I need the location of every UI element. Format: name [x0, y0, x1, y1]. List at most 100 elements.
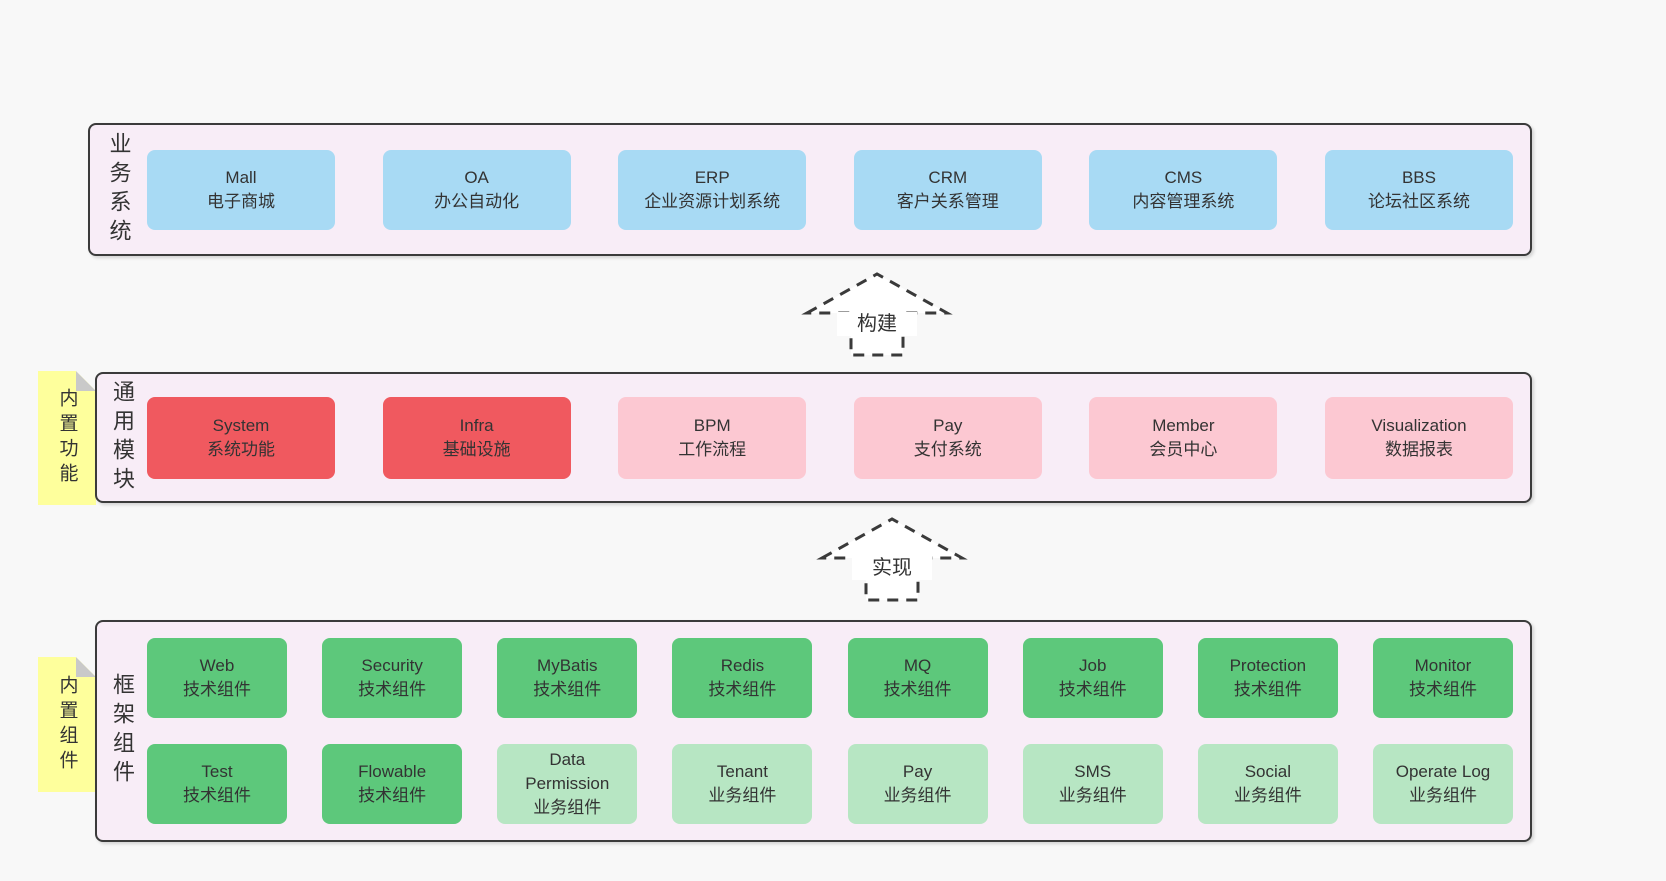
node-monitor: Monitor 技术组件	[1372, 638, 1513, 718]
node-title: Mall	[225, 167, 257, 187]
common-modules-row: System 系统功能 Infra 基础设施 BPM 工作流程 Pay 支付系统…	[147, 396, 1513, 479]
node-sms: SMS 业务组件	[1022, 744, 1163, 824]
node-subtitle: 技术组件	[708, 680, 777, 699]
node-mq: MQ 技术组件	[847, 638, 988, 718]
node-title: Operate Log	[1395, 762, 1491, 781]
node-title: SMS	[1074, 762, 1112, 781]
node-subtitle: 业务组件	[1233, 786, 1302, 805]
business-systems-row: Mall 电子商城 OA 办公自动化 ERP 企业资源计划系统 CRM 客户关系…	[147, 149, 1513, 230]
node-title: Member	[1152, 415, 1215, 435]
node-subtitle: 业务组件	[1408, 786, 1477, 805]
node-pay-module: Pay 支付系统	[853, 396, 1042, 479]
sticky-tag-text: 内置组件	[56, 674, 78, 775]
node-title: BPM	[693, 415, 731, 435]
node-cms: CMS 内容管理系统	[1089, 149, 1278, 230]
node-subtitle: 办公自动化	[434, 191, 520, 211]
node-title: MyBatis	[537, 656, 598, 675]
node-redis: Redis 技术组件	[672, 638, 813, 718]
node-title: System	[212, 415, 270, 435]
layer-framework-components: 框架组件 Web 技术组件 Security 技术组件 MyBatis 技术组件…	[95, 620, 1532, 842]
node-title: Protection	[1229, 656, 1307, 675]
node-flowable: Flowable 技术组件	[322, 744, 463, 824]
node-test: Test 技术组件	[147, 744, 287, 824]
node-tenant: Tenant 业务组件	[672, 744, 813, 824]
node-bpm: BPM 工作流程	[618, 396, 807, 479]
node-title: CMS	[1164, 167, 1203, 187]
layer-business-systems-label: 业务系统	[106, 131, 132, 248]
node-data-permission: Data Permission 业务组件	[497, 744, 638, 824]
sticky-tag-text: 内置功能	[56, 388, 78, 488]
node-web: Web 技术组件	[147, 638, 287, 718]
node-system: System 系统功能	[147, 396, 335, 479]
node-subtitle: 数据报表	[1384, 439, 1453, 459]
node-subtitle: 技术组件	[358, 680, 427, 699]
node-mall: Mall 电子商城	[147, 149, 335, 230]
node-subtitle: 基础设施	[442, 439, 511, 459]
sticky-tag-built-in-features: 内置功能	[38, 371, 96, 505]
node-security: Security 技术组件	[322, 638, 463, 718]
node-subtitle: 支付系统	[913, 439, 982, 459]
layer-business-systems: 业务系统 Mall 电子商城 OA 办公自动化 ERP 企业资源计划系统 CRM…	[88, 123, 1532, 256]
node-subtitle: 技术组件	[1233, 680, 1302, 699]
node-oa: OA 办公自动化	[382, 149, 571, 230]
node-subtitle: 技术组件	[533, 680, 602, 699]
node-title: OA	[464, 167, 489, 187]
node-erp: ERP 企业资源计划系统	[618, 149, 807, 230]
node-title: Pay	[902, 762, 933, 781]
node-mybatis: MyBatis 技术组件	[497, 638, 638, 718]
node-crm: CRM 客户关系管理	[853, 149, 1042, 230]
node-subtitle: 内容管理系统	[1132, 191, 1235, 211]
node-title: ERP	[694, 167, 730, 187]
sticky-tag-built-in-components: 内置组件	[38, 657, 96, 792]
framework-components-row-1: Web 技术组件 Security 技术组件 MyBatis 技术组件 Redi…	[147, 638, 1513, 718]
node-pay-component: Pay 业务组件	[847, 744, 988, 824]
node-operate-log: Operate Log 业务组件	[1372, 744, 1513, 824]
build-arrow-label: 构建	[837, 312, 917, 336]
node-subtitle: 业务组件	[533, 798, 602, 817]
node-social: Social 业务组件	[1197, 744, 1338, 824]
node-title: Data Permission	[525, 750, 610, 793]
node-subtitle: 技术组件	[183, 680, 251, 699]
node-subtitle: 电子商城	[207, 191, 275, 211]
node-subtitle: 技术组件	[1058, 680, 1127, 699]
node-title: BBS	[1401, 167, 1436, 187]
node-title: Monitor	[1414, 656, 1472, 675]
node-job: Job 技术组件	[1022, 638, 1163, 718]
node-subtitle: 会员中心	[1149, 439, 1218, 459]
node-title: Job	[1078, 656, 1107, 675]
folded-corner-icon	[76, 371, 96, 391]
build-arrow-icon	[801, 272, 953, 357]
node-subtitle: 技术组件	[883, 680, 952, 699]
node-subtitle: 论坛社区系统	[1367, 191, 1470, 211]
layer-common-modules-label: 通用模块	[110, 379, 135, 496]
node-subtitle: 客户关系管理	[896, 191, 999, 211]
node-visualization: Visualization 数据报表	[1324, 396, 1513, 479]
folded-corner-icon	[76, 657, 96, 677]
layer-framework-components-label: 框架组件	[110, 673, 135, 789]
framework-components-row-2: Test 技术组件 Flowable 技术组件 Data Permission …	[147, 744, 1513, 824]
layer-common-modules: 通用模块 System 系统功能 Infra 基础设施 BPM 工作流程 Pay…	[95, 372, 1532, 503]
node-infra: Infra 基础设施	[382, 396, 571, 479]
node-title: Visualization	[1371, 415, 1467, 435]
node-title: MQ	[903, 656, 932, 675]
node-title: Web	[199, 656, 235, 675]
node-subtitle: 业务组件	[883, 786, 952, 805]
node-protection: Protection 技术组件	[1197, 638, 1338, 718]
node-title: Infra	[459, 415, 494, 435]
node-subtitle: 工作流程	[678, 439, 747, 459]
node-title: Flowable	[358, 762, 427, 781]
node-title: Pay	[933, 415, 963, 435]
node-title: Security	[361, 656, 423, 675]
node-title: Test	[201, 762, 233, 781]
node-title: CRM	[928, 167, 968, 187]
node-subtitle: 技术组件	[183, 786, 251, 805]
implement-arrow-label: 实现	[852, 556, 932, 580]
node-subtitle: 企业资源计划系统	[644, 191, 781, 211]
node-title: Tenant	[716, 762, 768, 781]
node-subtitle: 业务组件	[1058, 786, 1127, 805]
node-bbs: BBS 论坛社区系统	[1324, 149, 1513, 230]
node-title: Social	[1244, 762, 1291, 781]
node-subtitle: 业务组件	[708, 786, 777, 805]
node-subtitle: 技术组件	[358, 786, 427, 805]
